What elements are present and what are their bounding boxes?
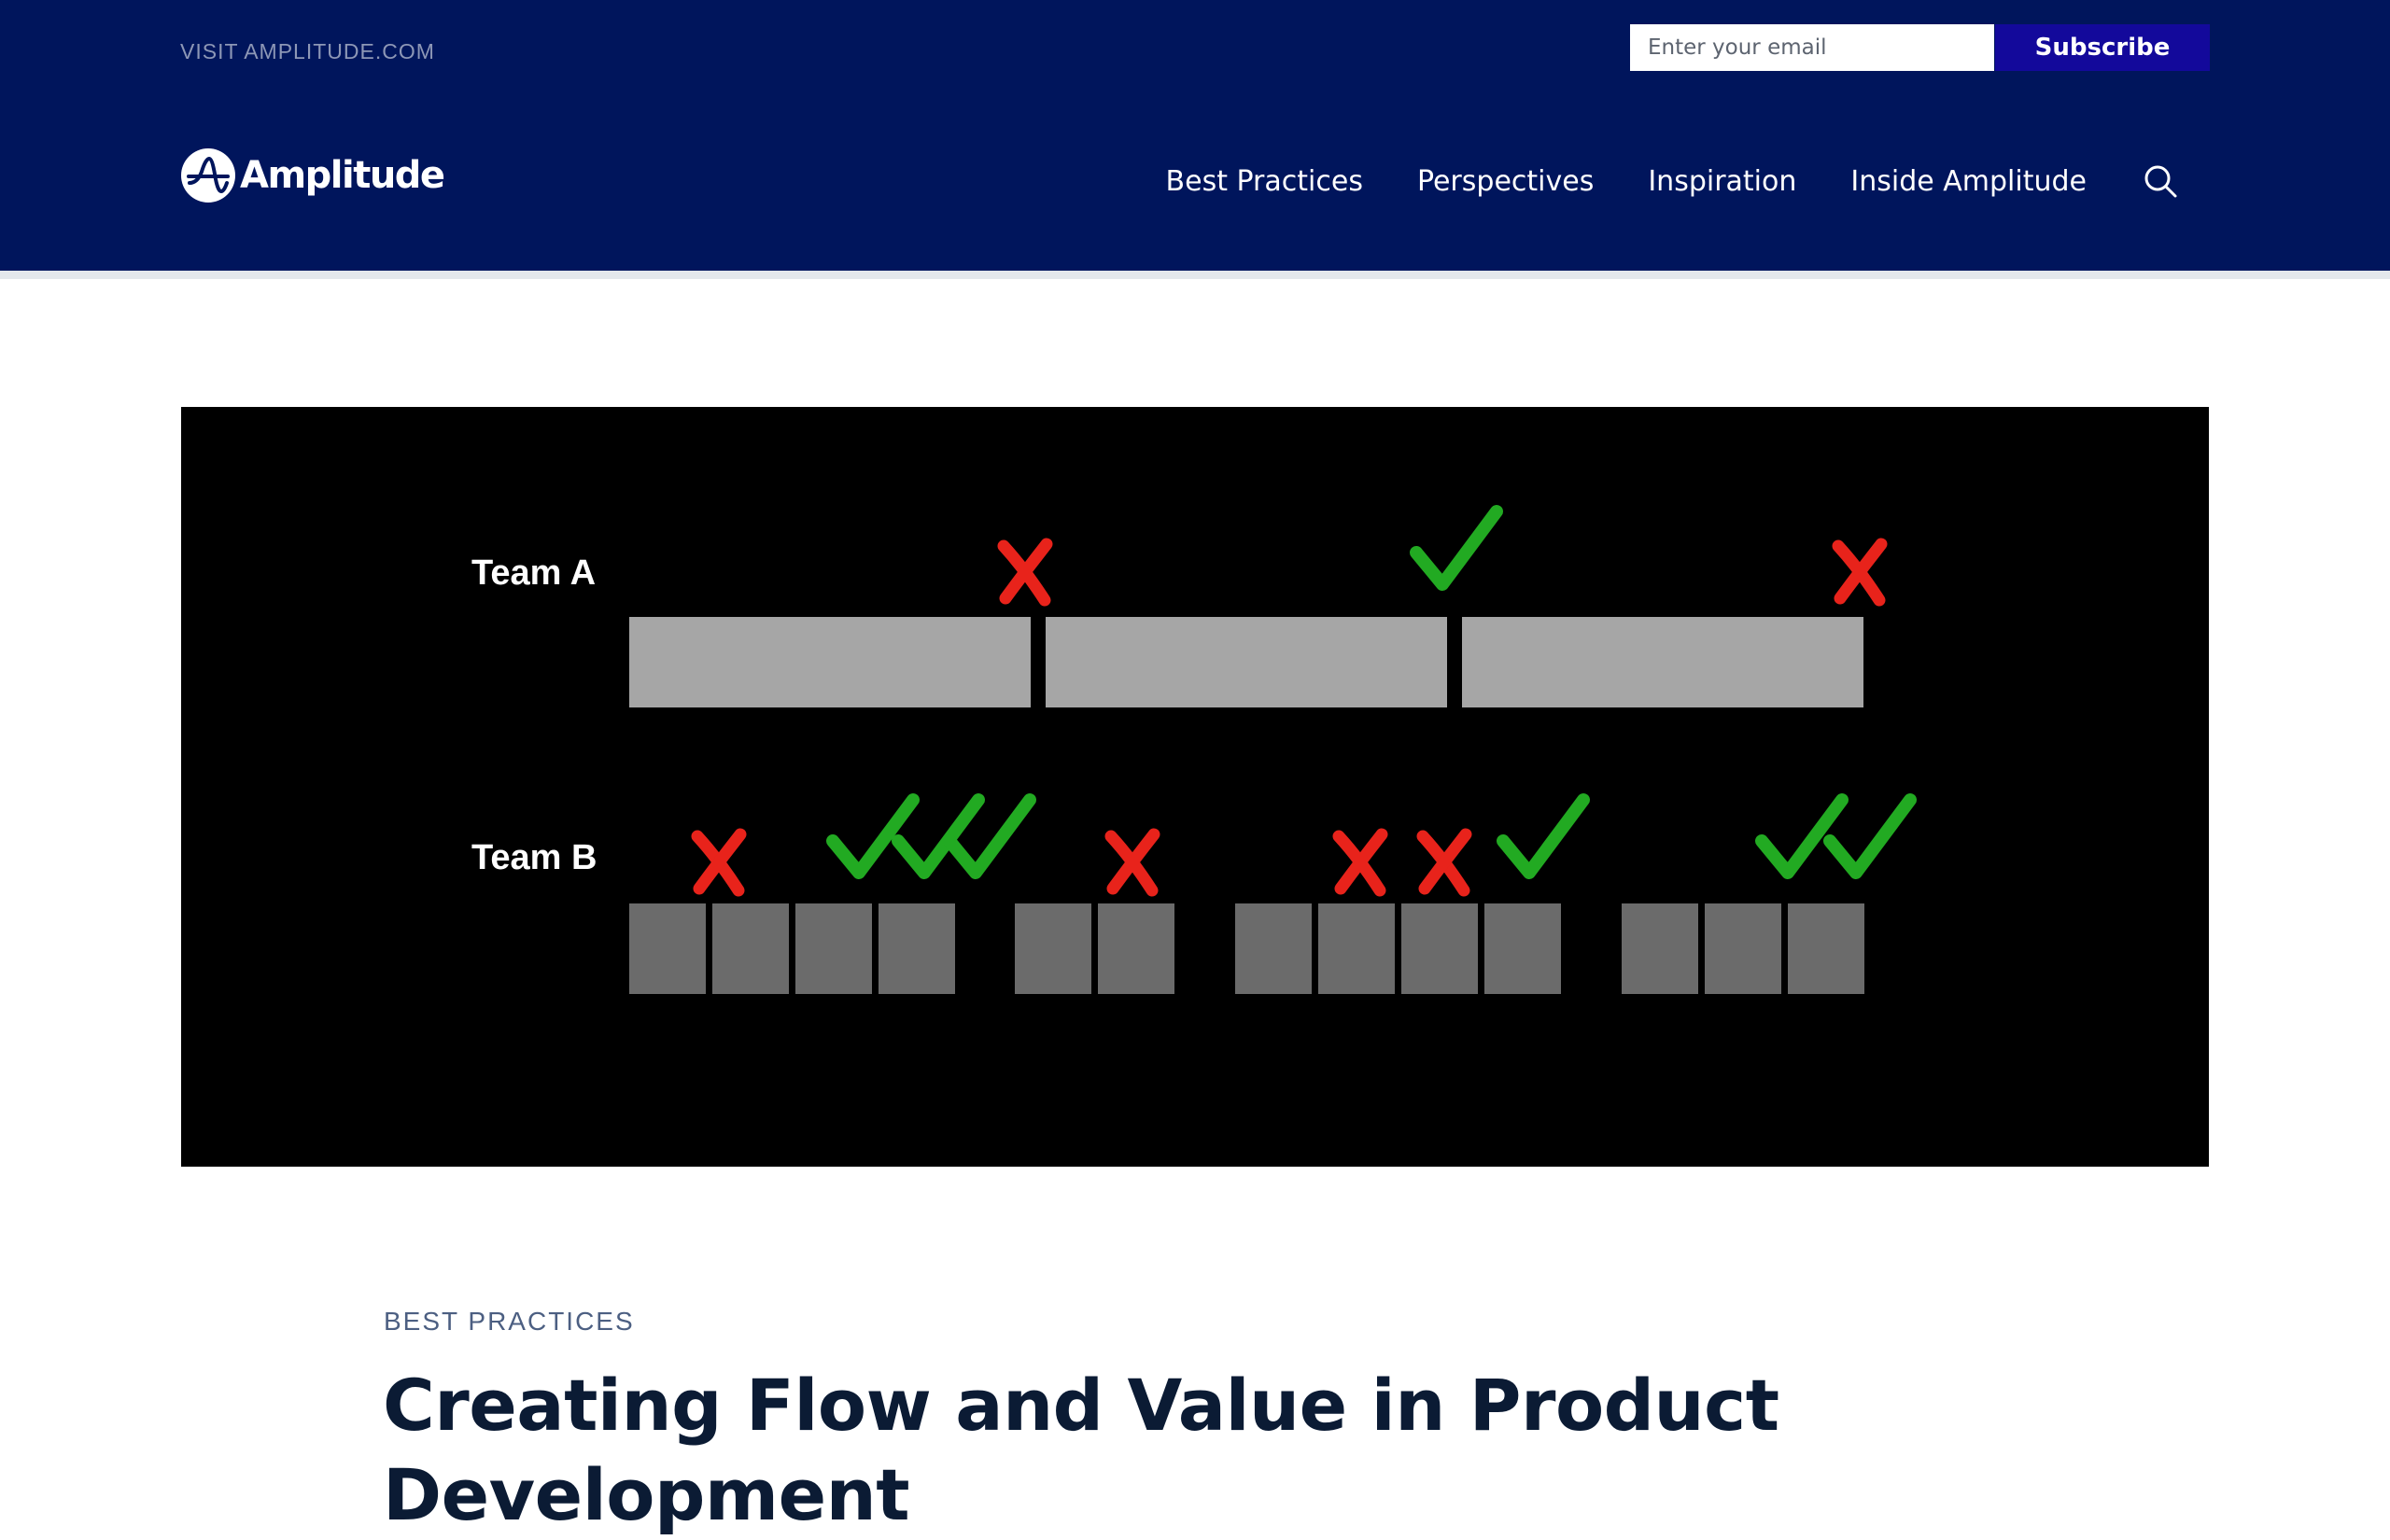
team-b-block [1098, 903, 1174, 994]
cross-stroke [1418, 828, 1472, 895]
check-stroke [826, 793, 920, 879]
team-b-block [1015, 903, 1091, 994]
team-a-segment [1046, 617, 1447, 707]
nav-item-best-practices[interactable]: Best Practices [1165, 164, 1363, 198]
site-header: VISIT AMPLITUDE.COM Subscribe Amplitude … [0, 0, 2390, 271]
header-divider [0, 271, 2390, 279]
team-b-block [1705, 903, 1781, 994]
check-mark-icon [943, 793, 1036, 879]
article-category[interactable]: BEST PRACTICES [384, 1307, 635, 1336]
team-b-block [795, 903, 872, 994]
subscribe-button[interactable]: Subscribe [1995, 24, 2210, 71]
team-b-block [1235, 903, 1312, 994]
check-mark-icon [1410, 505, 1503, 591]
team-a-label: Team A [471, 553, 596, 593]
main-nav: Best Practices Perspectives Inspiration … [1166, 159, 2178, 203]
team-b-block [1788, 903, 1864, 994]
cross-mark-icon [1104, 828, 1160, 897]
team-a-segment [629, 617, 1031, 707]
cross-mark-icon [1416, 828, 1472, 897]
nav-item-inspiration[interactable]: Inspiration [1648, 164, 1797, 198]
team-b-label: Team B [471, 838, 597, 877]
amplitude-logo[interactable]: Amplitude [180, 147, 445, 204]
check-stroke [1823, 793, 1917, 879]
team-b-block [1318, 903, 1395, 994]
cross-stroke [1334, 828, 1388, 895]
cross-mark-icon [1332, 828, 1388, 897]
article-title: Creating Flow and Value in Product Devel… [383, 1364, 1779, 1536]
check-stroke [1410, 505, 1503, 591]
team-b-block [712, 903, 789, 994]
check-stroke [1755, 793, 1849, 879]
logo-text: Amplitude [240, 154, 445, 197]
cross-mark-icon [691, 828, 747, 897]
check-stroke [1497, 793, 1590, 879]
cross-stroke [1834, 538, 1888, 605]
team-b-block [1622, 903, 1698, 994]
team-b-block [1484, 903, 1561, 994]
team-a-segment [1462, 617, 1863, 707]
team-b-block [629, 903, 706, 994]
team-b-block [1401, 903, 1478, 994]
amplitude-logo-icon [181, 148, 235, 203]
search-icon[interactable] [2143, 163, 2178, 199]
team-diagram: Team A Team B [471, 505, 1917, 994]
visit-amplitude-link[interactable]: VISIT AMPLITUDE.COM [180, 39, 435, 63]
hero-image: Team A Team B [181, 407, 2209, 1167]
team-a-row [629, 505, 1888, 707]
cross-mark-icon [1832, 538, 1888, 607]
check-mark-icon [826, 793, 920, 879]
cross-stroke [1106, 828, 1160, 895]
check-stroke [943, 793, 1036, 879]
email-field[interactable] [1630, 24, 1994, 71]
check-mark-icon [1497, 793, 1590, 879]
cross-mark-icon [997, 538, 1053, 607]
check-mark-icon [1823, 793, 1917, 879]
check-mark-icon [892, 793, 985, 879]
team-b-row [629, 793, 1917, 994]
check-stroke [892, 793, 985, 879]
nav-item-inside-amplitude[interactable]: Inside Amplitude [1850, 164, 2087, 198]
nav-item-perspectives[interactable]: Perspectives [1416, 164, 1595, 198]
team-b-block [879, 903, 955, 994]
cross-stroke [999, 538, 1053, 605]
cross-stroke [693, 828, 747, 895]
check-mark-icon [1755, 793, 1849, 879]
